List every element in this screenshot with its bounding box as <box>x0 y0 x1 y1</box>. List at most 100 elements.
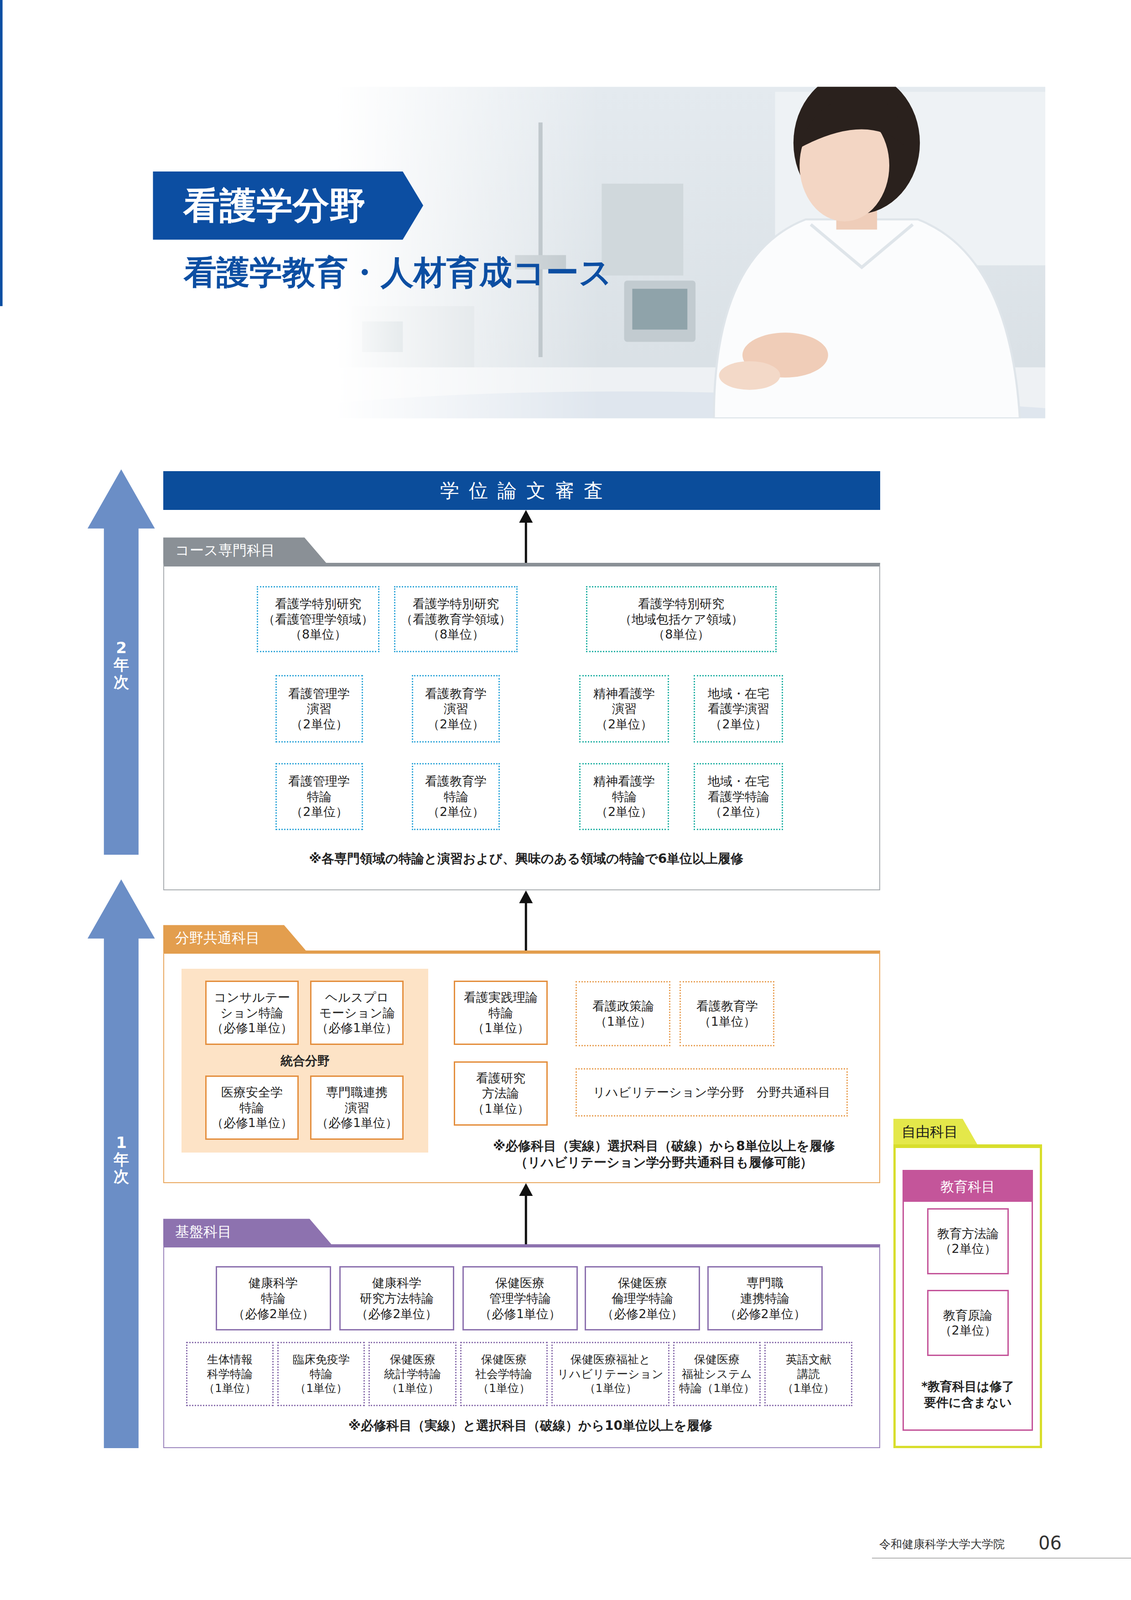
text-line: （必修1単位） <box>479 1306 561 1322</box>
text-line: （必修2単位） <box>232 1306 315 1322</box>
field-common-panel: 分野共通科目※必修科目（実線）選択科目（破線）から8単位以上を履修 （リハビリテ… <box>163 950 881 1183</box>
text-line: コース専門科目 <box>175 537 299 563</box>
text-line: （1単位） <box>383 1380 441 1396</box>
text-line: 方法論 <box>472 1085 530 1101</box>
text-line: 自由科目 <box>901 1118 959 1145</box>
text-line: 保健医療 <box>383 1352 441 1367</box>
elective-box: 保健医療 社会学特論 （1単位） <box>460 1341 548 1406</box>
arrow-head <box>518 1182 533 1196</box>
text-line: 精神看護学 <box>593 773 655 789</box>
text-line: 演習 <box>425 700 487 717</box>
text-line: 地域・在宅 <box>707 773 770 789</box>
text-line: （必修1単位） <box>211 1115 293 1131</box>
text-line: 専門職連携 <box>316 1084 398 1100</box>
required-box: コンサルテー ション特論 （必修1単位） <box>205 980 299 1045</box>
text-line: 看護教育学 <box>696 998 758 1014</box>
text-line: ※必修科目（実線）選択科目（破線）から8単位以上を履修 <box>492 1137 836 1155</box>
box-label: 保健医療 管理学特論 （必修1単位） <box>479 1275 561 1322</box>
text-line: （2単位） <box>937 1240 999 1257</box>
text-line: ※各専門領域の特論と演習および、興味のある領域の特論で6単位以上履修 <box>309 850 744 867</box>
text-line: （2単位） <box>288 804 350 820</box>
elective-box: 保健医療 統計学特論 （1単位） <box>368 1341 457 1406</box>
box-label: 看護学特別研究 （看護管理学領域） （8単位） <box>262 596 374 643</box>
box-label: 英語文献 講読 （1単位） <box>782 1352 836 1396</box>
photo-patient-hand <box>719 361 781 390</box>
up-arrow-fill <box>87 469 156 855</box>
lecture-box: 地域・在宅 看護学特論 （2単位） <box>693 762 784 831</box>
text-line: （地域包括ケア領域） <box>619 611 744 628</box>
education-subject-box: 教育科目*教育科目は修了 要件に含まない教育方法論 （2単位）教育原論 （2単位… <box>902 1169 1033 1431</box>
up-arrow-fill <box>87 879 156 1449</box>
year-label: 2年次 <box>113 639 130 691</box>
required-box: 医療安全学 特論 （必修1単位） <box>205 1075 299 1140</box>
arrow-head <box>518 890 533 903</box>
text-line: 特論 <box>232 1290 315 1307</box>
photo-screen <box>632 288 688 330</box>
band-label: 学位論文審査 <box>430 481 613 501</box>
free-subject-panel: 自由科目教育科目*教育科目は修了 要件に含まない教育方法論 （2単位）教育原論 … <box>893 1144 1043 1448</box>
text-line: （8単位） <box>400 626 512 643</box>
text-line: リハビリテーション学分野 分野共通科目 <box>592 1084 831 1100</box>
text-line: 演習 <box>316 1099 398 1116</box>
elective-box: 保健医療福祉と リハビリテーション （1単位） <box>551 1341 670 1406</box>
text-line: 地域・在宅 <box>707 685 770 702</box>
text-line: コンサルテー <box>211 989 293 1006</box>
connector <box>518 509 533 563</box>
text-line: 分野共通科目 <box>175 924 278 951</box>
text-line: （2単位） <box>593 716 655 732</box>
group-label: 統合分野 <box>280 1052 330 1069</box>
year-arrow: 2年次 <box>87 469 156 855</box>
text-line: 教育原論 <box>939 1307 997 1323</box>
text-line: 看護研究 <box>472 1070 530 1086</box>
text-line: 科学特論 <box>203 1366 257 1381</box>
text-line: ※必修科目（実線）と選択科目（破線）から10単位以上を履修 <box>348 1417 713 1434</box>
box-label: 教育原論 （2単位） <box>939 1307 997 1339</box>
panel-heading: 自由科目 <box>901 1118 959 1145</box>
box-label: 臨床免疫学 特論 （1単位） <box>292 1352 350 1396</box>
text-line: （1単位） <box>696 1013 758 1030</box>
text-line: 看護教育学 <box>425 773 487 789</box>
box-label: 生体情報 科学特論 （1単位） <box>203 1352 257 1396</box>
text-line: （8単位） <box>262 626 374 643</box>
text-line: 生体情報 <box>203 1352 257 1367</box>
text-line: 看護学分野 <box>183 187 366 224</box>
panel-note: ※各専門領域の特論と演習および、興味のある領域の特論で6単位以上履修 <box>309 850 744 867</box>
text-line: （2単位） <box>707 804 770 820</box>
box-note: *教育科目は修了 要件に含まない <box>921 1378 1015 1411</box>
text-line: （リハビリテーション学分野共通科目も履修可能） <box>492 1154 836 1171</box>
text-line: 基盤科目 <box>175 1218 304 1245</box>
box-label: 保健医療 社会学特論 （1単位） <box>475 1352 533 1396</box>
text-line: （1単位） <box>472 1100 530 1117</box>
box-label: 精神看護学 特論 （2単位） <box>593 773 655 820</box>
text-line: （2単位） <box>288 716 350 732</box>
text-line: 教育方法論 <box>937 1225 999 1242</box>
panel-note: ※必修科目（実線）選択科目（破線）から8単位以上を履修 （リハビリテーション学分… <box>492 1137 836 1172</box>
text-line: （2単位） <box>425 716 487 732</box>
page-number: 06 <box>1038 1533 1062 1552</box>
panel-heading: 分野共通科目 <box>175 924 278 951</box>
box-label: 精神看護学 演習 （2単位） <box>593 685 655 732</box>
education-box: 教育方法論 （2単位） <box>927 1208 1009 1275</box>
text-line: （2単位） <box>939 1322 997 1339</box>
text-line: 要件に含まない <box>921 1394 1015 1411</box>
box-label: 専門職 連携特論 （必修2単位） <box>724 1275 806 1322</box>
required-box: 専門職連携 演習 （必修1単位） <box>310 1075 404 1140</box>
text-line: 看護学演習 <box>707 700 770 717</box>
text-line: 看護実践理論 <box>463 989 538 1006</box>
photo-monitor <box>624 280 696 342</box>
text-line: 看護学特別研究 <box>262 596 374 612</box>
text-line: 福祉システム <box>679 1366 755 1381</box>
year-label: 1年次 <box>113 1134 130 1186</box>
panel-tab: 分野共通科目 <box>163 924 307 951</box>
text-line: 学位論文審査 <box>440 481 613 501</box>
text-line: 講読 <box>782 1366 836 1381</box>
year-arrow: 1年次 <box>87 879 156 1449</box>
required-box: 看護研究 方法論 （1単位） <box>453 1061 548 1126</box>
thesis-review-band: 学位論文審査 <box>163 471 881 510</box>
box-label: 看護管理学 特論 （2単位） <box>288 773 350 820</box>
box-label: 保健医療 統計学特論 （1単位） <box>383 1352 441 1396</box>
text-line: （2単位） <box>425 804 487 820</box>
box-label: コンサルテー ション特論 （必修1単位） <box>211 989 293 1036</box>
text-line: （2単位） <box>707 716 770 732</box>
text-line: （必修1単位） <box>316 1115 398 1131</box>
